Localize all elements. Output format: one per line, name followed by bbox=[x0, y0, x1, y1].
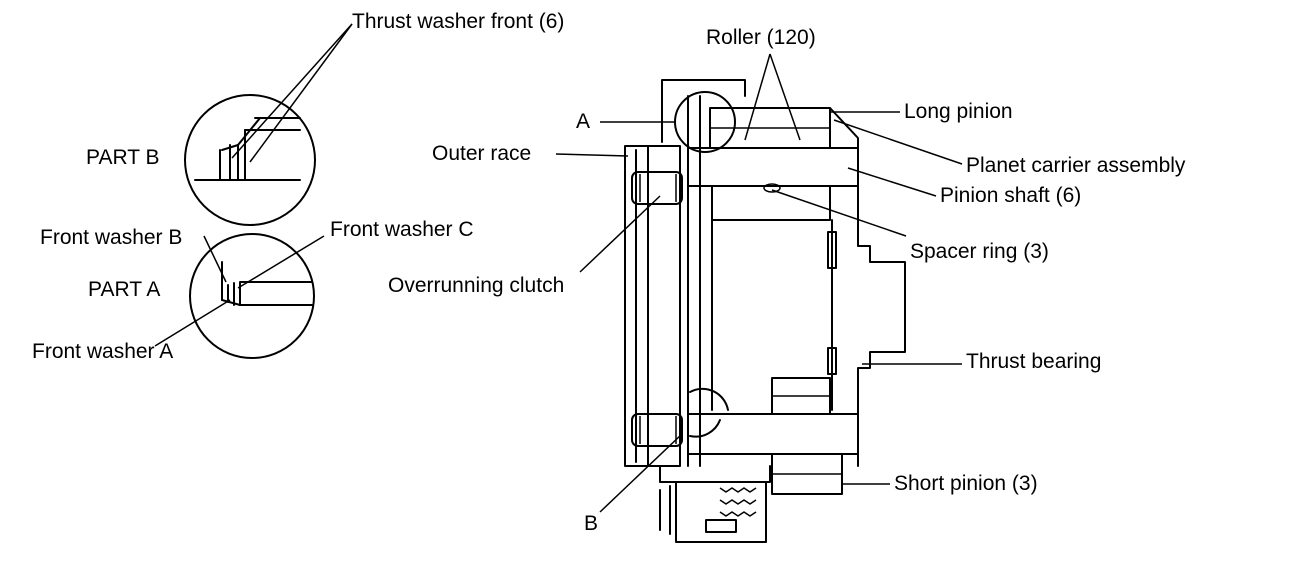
label-front-washer-a: Front washer A bbox=[32, 340, 174, 363]
label-thrust-bearing: Thrust bearing bbox=[966, 350, 1102, 373]
label-spacer-ring: Spacer ring (3) bbox=[910, 240, 1049, 263]
label-overrunning-clutch: Overrunning clutch bbox=[388, 274, 565, 297]
label-pinion-shaft: Pinion shaft (6) bbox=[940, 184, 1082, 207]
label-thrust-washer-front: Thrust washer front (6) bbox=[352, 10, 565, 33]
planet-carrier-cross-section bbox=[624, 79, 906, 543]
label-roller: Roller (120) bbox=[706, 26, 816, 49]
label-part-b: PART B bbox=[86, 146, 160, 169]
label-b: B bbox=[584, 512, 599, 535]
label-long-pinion: Long pinion bbox=[904, 100, 1013, 123]
label-part-a: PART A bbox=[88, 278, 161, 301]
label-front-washer-b: Front washer B bbox=[40, 226, 183, 249]
label-planet-carrier-assembly: Planet carrier assembly bbox=[966, 154, 1186, 177]
label-short-pinion: Short pinion (3) bbox=[894, 472, 1038, 495]
label-a: A bbox=[576, 110, 591, 133]
label-outer-race: Outer race bbox=[432, 142, 532, 165]
leader-lines bbox=[154, 23, 963, 513]
detail-part-b bbox=[184, 94, 316, 226]
label-front-washer-c: Front washer C bbox=[330, 218, 474, 241]
